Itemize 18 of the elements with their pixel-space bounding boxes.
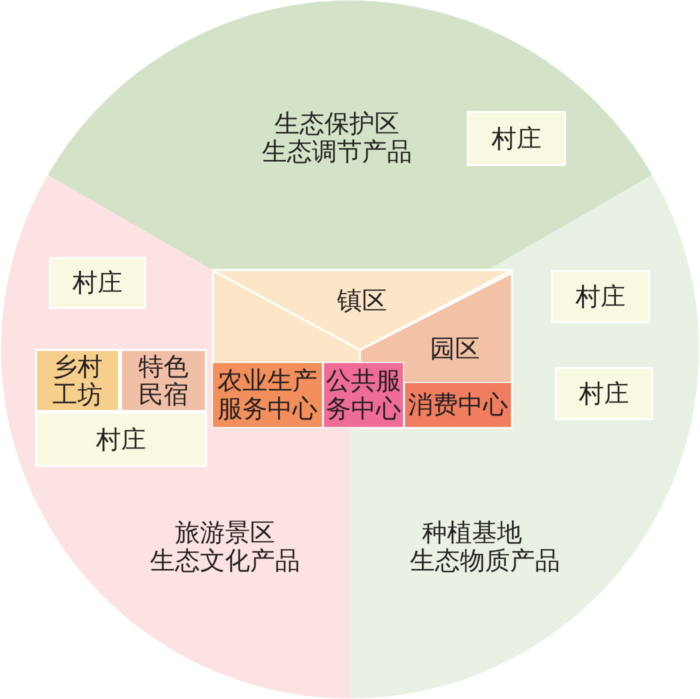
village-box: 村庄	[49, 257, 146, 309]
zone-label: 镇区	[337, 287, 387, 315]
product-category-label: 生态物质产品	[410, 547, 560, 575]
product-category-label: 生态调节产品	[262, 138, 412, 166]
service-center-box: 农业生产服务中心	[212, 362, 323, 428]
zone-title: 种植基地	[422, 519, 522, 547]
workshop-box: 乡村工坊	[35, 349, 120, 412]
zone-title: 旅游景区	[175, 519, 275, 547]
service-center-box: 公共服务中心	[323, 362, 404, 428]
village-box: 村庄	[35, 412, 207, 467]
village-box: 村庄	[467, 111, 566, 166]
zone-label: 园区	[430, 335, 480, 363]
village-box: 村庄	[555, 367, 653, 420]
product-category-label: 生态文化产品	[150, 547, 300, 575]
zone-title: 生态保护区	[274, 110, 400, 138]
village-box: 村庄	[551, 270, 650, 323]
homestay-box: 特色民宿	[120, 349, 207, 412]
consumption-center-box: 消费中心	[404, 382, 512, 428]
